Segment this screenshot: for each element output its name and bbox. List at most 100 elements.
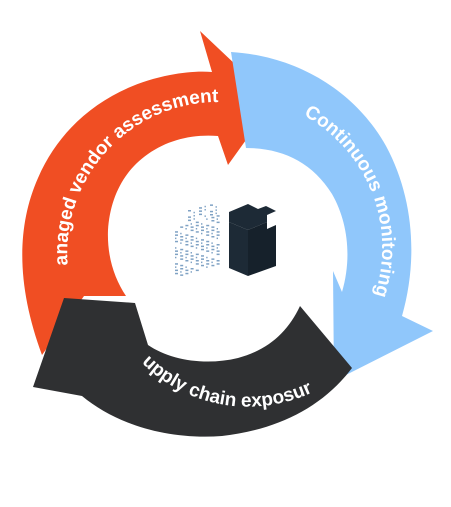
logo-digit-mark: [206, 228, 208, 230]
logo-digit-mark: [216, 234, 220, 236]
logo-digit-mark: [188, 219, 191, 222]
logo-digit-mark: [195, 263, 199, 265]
logo-digit-mark: [195, 240, 199, 243]
logo-digit-mark: [190, 252, 192, 254]
logo-digit-mark: [206, 266, 208, 268]
logo-digit-mark: [185, 250, 189, 252]
logo-digit-mark: [216, 237, 218, 240]
logo-digit-mark: [211, 261, 213, 264]
logo-digit-mark: [206, 256, 208, 259]
logo-digit-mark: [180, 239, 184, 241]
logo-digit-mark: [175, 263, 178, 265]
logo-digit-mark: [195, 260, 199, 262]
logo-digit-mark: [180, 232, 182, 235]
logo-digit-mark: [211, 242, 213, 244]
logo-digit-mark: [190, 242, 192, 244]
logo-digit-mark: [204, 205, 206, 208]
logo-digit-mark: [195, 269, 199, 272]
logo-digit-mark: [204, 209, 206, 211]
logo-digit-mark: [180, 248, 184, 251]
logo-digit-mark: [199, 213, 202, 216]
logo-digit-mark: [216, 253, 220, 256]
logo-digit-mark: [211, 264, 215, 267]
logo-digit-mark: [195, 228, 198, 230]
segment-vendor-assessments: [22, 31, 275, 355]
logo-digit-mark: [195, 237, 198, 240]
logo-digit-mark: [201, 232, 203, 235]
logo-digit-mark: [180, 268, 184, 270]
logo-block-front: [229, 222, 248, 276]
logo-digit-mark: [211, 216, 215, 219]
logo-digit-mark: [175, 253, 178, 256]
logo-digit-mark: [180, 242, 182, 244]
logo-digit-mark: [185, 224, 189, 227]
logo-digit-mark: [201, 226, 204, 228]
logo-digit-mark: [201, 223, 203, 225]
logo-block-side: [248, 222, 276, 276]
logo-digit-mark: [211, 258, 215, 260]
logo-digit-mark: [190, 226, 194, 228]
logo-digit-mark: [175, 256, 177, 259]
logo-digit-mark: [185, 240, 189, 243]
logo-digit-mark: [185, 228, 187, 230]
logo-digit-mark: [216, 247, 218, 249]
logo-digit-mark: [190, 223, 192, 225]
logo-digit-mark: [195, 244, 199, 246]
logo-digit-mark: [216, 218, 218, 220]
logo-digit-mark: [216, 260, 220, 262]
logo-digit-mark: [216, 221, 220, 224]
logo-digit-mark: [195, 256, 198, 259]
logo-digit-mark: [193, 211, 195, 214]
logo-digit-mark: [185, 237, 187, 240]
logo-digit-mark: [206, 218, 208, 220]
logo-digit-mark: [210, 210, 213, 213]
logo-digit-mark: [195, 221, 199, 224]
logo-digit-mark: [210, 214, 213, 216]
segment-supply-chain: [33, 298, 352, 437]
logo-digit-mark: [216, 231, 220, 233]
logo-digit-mark: [201, 255, 204, 257]
logo-digit-mark: [211, 229, 215, 232]
logo-digit-mark: [211, 226, 215, 228]
logo-digit-mark: [210, 204, 213, 206]
logo-block-top: [229, 204, 276, 230]
logo-digit-mark: [201, 239, 204, 241]
logo-digit-mark: [206, 260, 210, 262]
logo-digit-mark: [195, 247, 198, 249]
logo-digit-mark: [195, 224, 199, 227]
logo-digit-mark: [216, 215, 220, 217]
logo-digit-mark: [206, 244, 210, 246]
logo-digit-mark: [199, 207, 202, 209]
logo-digit-mark: [185, 253, 189, 256]
logo-digit-mark: [206, 240, 210, 243]
logo-digit-mark: [190, 236, 194, 238]
logo-digit-mark: [185, 244, 189, 246]
logo-digit-mark: [190, 255, 194, 257]
logo-digit-mark: [180, 255, 184, 257]
logo-digit-mark: [175, 240, 178, 243]
logo-digit-mark: [216, 250, 220, 252]
logo-digit-mark: [190, 245, 194, 248]
logo-digit-mark: [206, 231, 210, 233]
logo-digit-mark: [188, 210, 191, 212]
logo-digit-mark: [180, 252, 182, 254]
logo-digit-mark: [201, 258, 204, 260]
logo-digit-mark: [185, 260, 189, 262]
building-logo-icon: [175, 204, 276, 276]
logo-digit-mark: [190, 261, 192, 264]
logo-digit-mark: [175, 250, 178, 252]
logo-digit-mark: [180, 236, 184, 238]
logo-digit-mark: [211, 248, 215, 251]
logo-digit-mark: [215, 212, 217, 215]
logo-digit-mark: [211, 232, 213, 235]
logo-digit-mark: [195, 253, 199, 256]
logo-digit-mark: [175, 266, 177, 268]
logo-digit-mark: [175, 237, 177, 240]
logo-digit-mark: [175, 231, 178, 233]
logo-digit-mark: [190, 229, 194, 232]
logo-digit-mark: [206, 247, 208, 249]
logo-digit-mark: [199, 210, 202, 212]
logo-digit-mark: [215, 206, 217, 208]
logo-digit-mark: [206, 263, 210, 265]
